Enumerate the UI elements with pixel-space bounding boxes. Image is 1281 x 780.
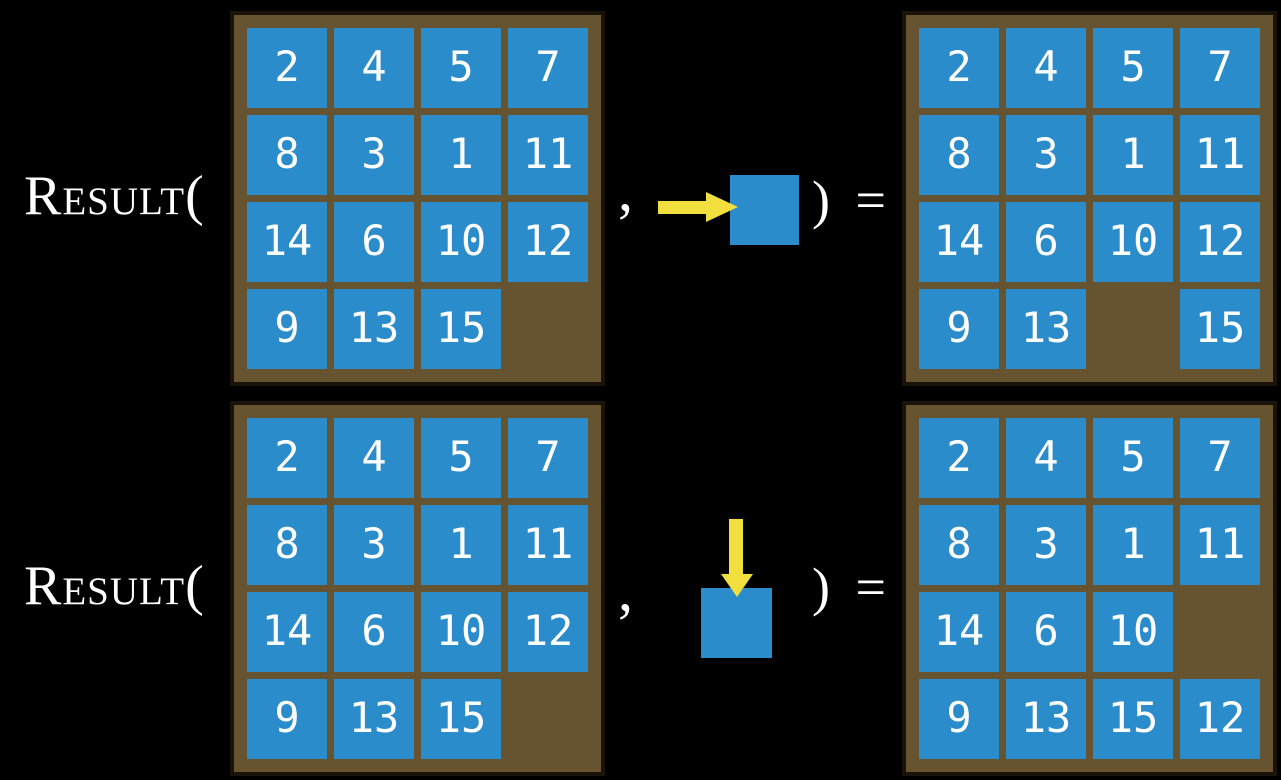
puzzle-tile-6: 6: [1006, 592, 1086, 672]
puzzle-tile-7: 7: [1180, 418, 1260, 498]
puzzle-tile-1: 1: [421, 115, 501, 195]
puzzle-tile-12: 12: [508, 202, 588, 282]
puzzle-tile-14: 14: [247, 592, 327, 672]
result-function-label: Result(: [24, 555, 205, 617]
puzzle-tile-13: 13: [334, 289, 414, 369]
puzzle-tile-10: 10: [1093, 202, 1173, 282]
puzzle-tile-8: 8: [919, 115, 999, 195]
puzzle-tile-11: 11: [1180, 115, 1260, 195]
puzzle-tile-12: 12: [508, 592, 588, 672]
puzzle-tile-6: 6: [334, 592, 414, 672]
puzzle-tile-1: 1: [421, 505, 501, 585]
puzzle-tile-2: 2: [919, 418, 999, 498]
puzzle-tile-13: 13: [1006, 679, 1086, 759]
puzzle-tile-15: 15: [1093, 679, 1173, 759]
comma-separator: ,: [618, 157, 633, 223]
puzzle-tile-5: 5: [1093, 28, 1173, 108]
puzzle-tile-3: 3: [334, 115, 414, 195]
puzzle-tile-14: 14: [919, 202, 999, 282]
puzzle-tile-10: 10: [421, 202, 501, 282]
close-paren-equals: ) =: [812, 170, 886, 230]
puzzle-tile-9: 9: [247, 289, 327, 369]
blank-cell: [1093, 289, 1173, 369]
result-function-label: Result(: [24, 165, 205, 227]
puzzle-tile-10: 10: [421, 592, 501, 672]
puzzle-tile-4: 4: [334, 28, 414, 108]
puzzle-tile-13: 13: [334, 679, 414, 759]
puzzle-tile-1: 1: [1093, 505, 1173, 585]
puzzle-tile-5: 5: [1093, 418, 1173, 498]
puzzle-tile-14: 14: [247, 202, 327, 282]
puzzle-tile-8: 8: [247, 505, 327, 585]
puzzle-tile-9: 9: [919, 679, 999, 759]
puzzle-tile-15: 15: [421, 679, 501, 759]
puzzle-tile-6: 6: [334, 202, 414, 282]
puzzle-tile-2: 2: [247, 28, 327, 108]
arrow-right-icon: [658, 175, 799, 245]
puzzle-tile-9: 9: [919, 289, 999, 369]
move-right-action: [652, 170, 802, 255]
puzzle-tile-12: 12: [1180, 679, 1260, 759]
puzzle-tile-10: 10: [1093, 592, 1173, 672]
move-down-action: [695, 516, 779, 665]
puzzle-tile-3: 3: [334, 505, 414, 585]
puzzle-tile-7: 7: [1180, 28, 1260, 108]
puzzle-tile-5: 5: [421, 418, 501, 498]
puzzle-tile-1: 1: [1093, 115, 1173, 195]
blank-tile-square: [730, 175, 799, 245]
puzzle-tile-6: 6: [1006, 202, 1086, 282]
puzzle-tile-4: 4: [334, 418, 414, 498]
puzzle-tile-15: 15: [421, 289, 501, 369]
puzzle-tile-8: 8: [247, 115, 327, 195]
puzzle-tile-11: 11: [1180, 505, 1260, 585]
puzzle-tile-5: 5: [421, 28, 501, 108]
blank-cell: [508, 679, 588, 759]
puzzle-tile-4: 4: [1006, 28, 1086, 108]
blank-tile-square: [701, 588, 772, 658]
puzzle-tile-4: 4: [1006, 418, 1086, 498]
puzzle-tile-7: 7: [508, 418, 588, 498]
comma-separator: ,: [618, 557, 633, 623]
puzzle-tile-9: 9: [247, 679, 327, 759]
puzzle-tile-15: 15: [1180, 289, 1260, 369]
puzzle-tile-11: 11: [508, 505, 588, 585]
puzzle-tile-7: 7: [508, 28, 588, 108]
puzzle-tile-2: 2: [247, 418, 327, 498]
puzzle-tile-3: 3: [1006, 115, 1086, 195]
puzzle-tile-12: 12: [1180, 202, 1260, 282]
blank-cell: [508, 289, 588, 369]
close-paren-equals: ) =: [812, 557, 886, 617]
puzzle-tile-2: 2: [919, 28, 999, 108]
blank-cell: [1180, 592, 1260, 672]
puzzle-tile-14: 14: [919, 592, 999, 672]
puzzle-tile-11: 11: [508, 115, 588, 195]
puzzle-tile-8: 8: [919, 505, 999, 585]
arrow-down-icon: [701, 519, 772, 658]
puzzle-tile-3: 3: [1006, 505, 1086, 585]
puzzle-tile-13: 13: [1006, 289, 1086, 369]
